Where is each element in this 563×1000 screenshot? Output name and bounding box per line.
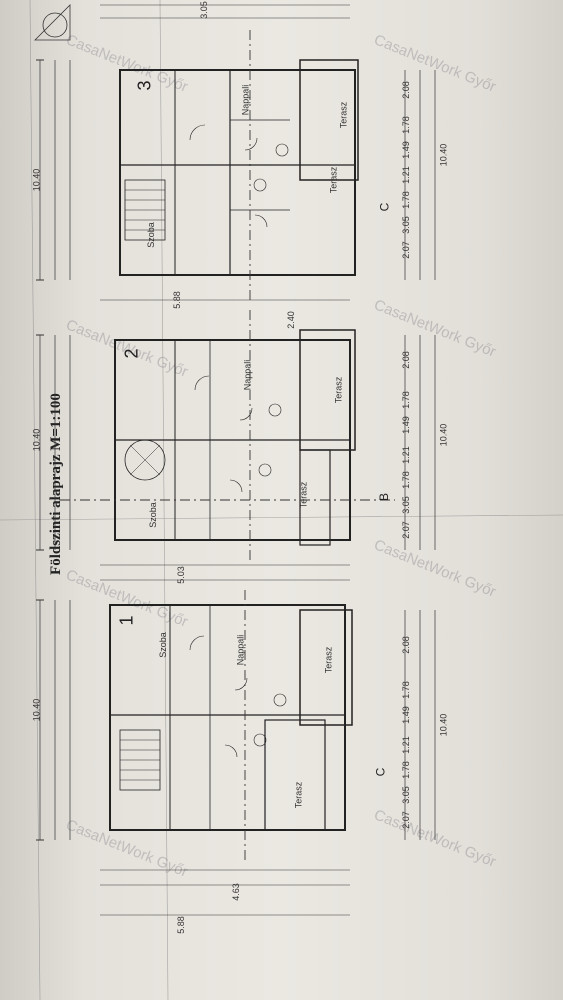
room-label: Terasz [328, 166, 339, 194]
dimension-segment: 2.08 [400, 636, 411, 654]
dimension-segment: 2.07 [400, 241, 411, 259]
dimension-segment: 2.07 [400, 811, 411, 829]
dimension-left: 5.03 [175, 566, 186, 584]
top-dimension-lines [100, 4, 350, 916]
room-label: Nappali [242, 359, 253, 391]
room-label: Nappali [235, 634, 246, 666]
room-label: Szoba [157, 632, 168, 658]
dimension-segment: 3.05 [400, 216, 411, 234]
dimension-left: 2.40 [285, 311, 296, 329]
dimension-segment: 3.05 [400, 786, 411, 804]
unit-number: 1 [116, 615, 137, 626]
dimension-segment: 1.21 [400, 166, 411, 184]
dimension-segment: 1.78 [400, 761, 411, 779]
section-mark: C [373, 767, 388, 777]
dimension-total: 10.40 [31, 698, 42, 722]
unit-number: 2 [121, 348, 142, 359]
room-label: Terasz [338, 101, 349, 129]
room-label: Szoba [145, 222, 156, 248]
unit-number: 3 [134, 80, 155, 91]
dimension-total: 10.40 [438, 423, 449, 447]
dimension-segment: 2.08 [400, 81, 411, 99]
dimension-left: 3.05 [198, 1, 209, 19]
dimension-total: 10.40 [31, 428, 42, 452]
section-lines [60, 30, 395, 860]
dimension-total: 10.40 [31, 168, 42, 192]
dimension-segment: 1.78 [400, 681, 411, 699]
dimension-segment: 2.08 [400, 351, 411, 369]
dimension-segment: 2.07 [400, 521, 411, 539]
room-label: Terasz [333, 376, 344, 404]
dimension-total: 10.40 [438, 713, 449, 737]
right-dimension-lines [404, 70, 436, 840]
dimension-segment: 1.78 [400, 391, 411, 409]
dimension-total: 10.40 [438, 143, 449, 167]
dimension-segment: 1.78 [400, 191, 411, 209]
dimension-segment: 1.49 [400, 141, 411, 159]
room-label: Szoba [147, 502, 158, 528]
dimension-segment: 1.78 [400, 116, 411, 134]
north-symbol [34, 4, 71, 41]
room-label: Terasz [298, 481, 309, 509]
dimension-left: 5.88 [171, 291, 182, 309]
unit-1-plan [109, 604, 353, 831]
dimension-segment: 1.21 [400, 446, 411, 464]
room-label: Nappali [240, 84, 251, 116]
dimension-segment: 1.49 [400, 416, 411, 434]
dimension-segment: 1.21 [400, 736, 411, 754]
room-label: Terasz [323, 646, 334, 674]
left-dimension-lines [36, 59, 71, 841]
room-label: Terasz [293, 781, 304, 809]
dimension-left: 4.63 [230, 883, 241, 901]
dimension-segment: 1.49 [400, 706, 411, 724]
unit-2-plan [114, 329, 356, 546]
dimension-segment: 1.78 [400, 471, 411, 489]
section-mark: B [377, 492, 392, 502]
unit-3-plan [119, 59, 359, 276]
section-mark: C [377, 202, 392, 212]
dimension-segment: 3.05 [400, 496, 411, 514]
dimension-left: 5.88 [175, 916, 186, 934]
